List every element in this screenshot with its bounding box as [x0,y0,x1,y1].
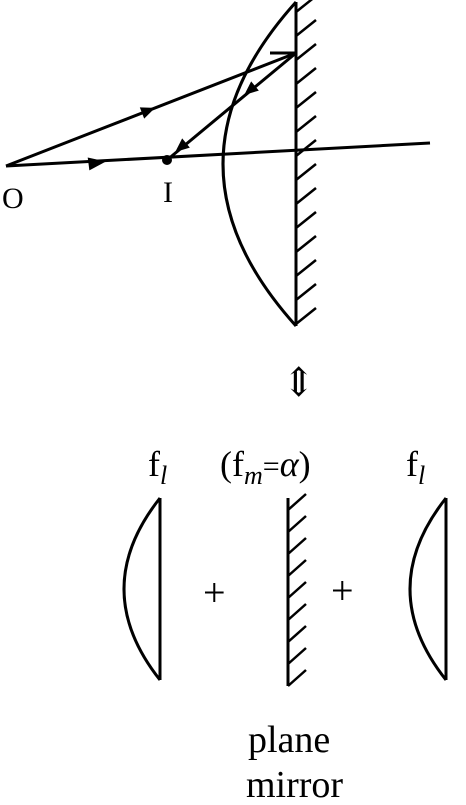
silvered-lens-system [221,0,317,328]
mirror-caption-line1: plane [248,719,330,761]
equivalence-symbol: ⇕ [282,360,316,405]
reflected-ray-arrow-2 [175,138,190,152]
incident-ray-arrow [139,107,156,119]
right-lens [408,497,448,681]
reflected-ray-arrow-1 [244,81,259,95]
object-label: O [2,182,24,215]
lens-curved-surface [221,0,298,328]
reflected-ray [166,51,297,162]
plane-mirror [286,493,307,687]
image-label: I [163,176,173,209]
plus-sign-left: + [203,570,226,615]
image-point [162,155,172,165]
left-lens [122,497,162,681]
left-lens-focal-label: fl [148,444,167,490]
mirror-hatching-top [295,0,317,325]
plus-sign-right: + [331,568,354,613]
axis-arrow [87,157,106,171]
principal-axis [5,141,431,168]
right-lens-focal-label: fl [406,444,425,490]
mirror-focal-label: (fm=α) [220,444,311,490]
mirror-caption-line2: mirror [246,764,343,805]
